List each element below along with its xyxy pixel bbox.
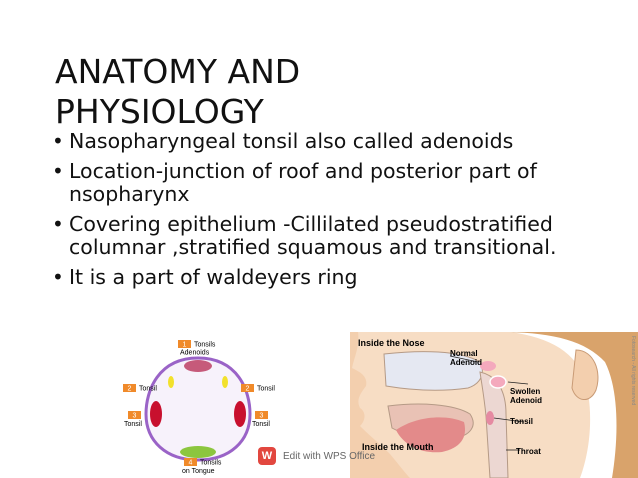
label-tonsil-left: Tonsil: [139, 386, 157, 393]
label-tonsils-top: Tonsils: [194, 342, 216, 349]
label-tonsil: Tonsil: [510, 417, 533, 426]
label-normal: Normal: [450, 349, 478, 358]
tubal-tonsil-right: [222, 376, 228, 388]
bullet-list: Nasopharyngeal tonsil also called adenoi…: [52, 130, 592, 296]
badge-2-left: 2: [128, 386, 132, 393]
label-inside-the-mouth: Inside the Mouth: [362, 442, 434, 452]
ear-shape: [571, 349, 599, 400]
wps-logo-icon: W: [258, 447, 276, 465]
normal-adenoid-shape: [480, 361, 496, 371]
lingual-tonsil: [180, 446, 216, 458]
badge-1: 1: [183, 342, 187, 349]
bullet-item: It is a part of waldeyers ring: [52, 266, 592, 290]
hair-shape: [500, 332, 638, 478]
oral-cavity-outline: [144, 356, 252, 462]
tubal-tonsil-left: [168, 376, 174, 388]
bullet-item: Nasopharyngeal tonsil also called adenoi…: [52, 130, 592, 154]
label-on-tongue: on Tongue: [182, 468, 215, 475]
face-profile: [350, 332, 410, 478]
palatine-tonsil-left: [150, 401, 162, 427]
label-swollen: Swollen: [510, 387, 540, 396]
label-swollen-adenoid: Adenoid: [510, 396, 542, 405]
wps-watermark[interactable]: W Edit with WPS Office: [258, 443, 378, 469]
palatine-tonsil-right: [234, 401, 246, 427]
nasal-cavity: [383, 351, 483, 391]
badge-3-left: 3: [133, 413, 137, 420]
badge-2-right: 2: [246, 386, 250, 393]
adenoid-shape: [184, 360, 212, 372]
swollen-adenoid-shape: [489, 375, 507, 389]
tongue-shape: [396, 417, 466, 453]
slide-title: ANATOMY AND PHYSIOLOGY: [55, 52, 301, 131]
label-tonsils-bottom: Tonsils: [200, 460, 222, 467]
label-adenoids: Adenoids: [180, 350, 210, 357]
label-inside-the-nose: Inside the Nose: [358, 338, 425, 348]
label-tonsil-left-low: Tonsil: [124, 421, 142, 428]
watermark-text: Edit with WPS Office: [283, 450, 376, 462]
bullet-item: Covering epithelium -Cillilated pseudost…: [52, 213, 592, 259]
adenoid-anatomy-illustration: Inside the Nose Normal Adenoid Swollen A…: [350, 332, 638, 478]
badge-4: 4: [189, 460, 193, 467]
label-tonsil-right: Tonsil: [257, 386, 275, 393]
bullet-item: Location-junction of roof and posterior …: [52, 160, 592, 206]
label-normal-adenoid: Adenoid: [450, 358, 482, 367]
badge-3-right: 3: [260, 413, 264, 420]
label-throat: Throat: [516, 447, 541, 456]
label-tonsil-right-low: Tonsil: [252, 421, 270, 428]
tonsil-shape: [486, 411, 494, 425]
copyright-note: Fotosearch - All rights reserved: [630, 336, 636, 406]
tonsil-ring-diagram: 1 Tonsils Adenoids 2 Tonsil 2 Tonsil 3 T…: [123, 340, 275, 475]
